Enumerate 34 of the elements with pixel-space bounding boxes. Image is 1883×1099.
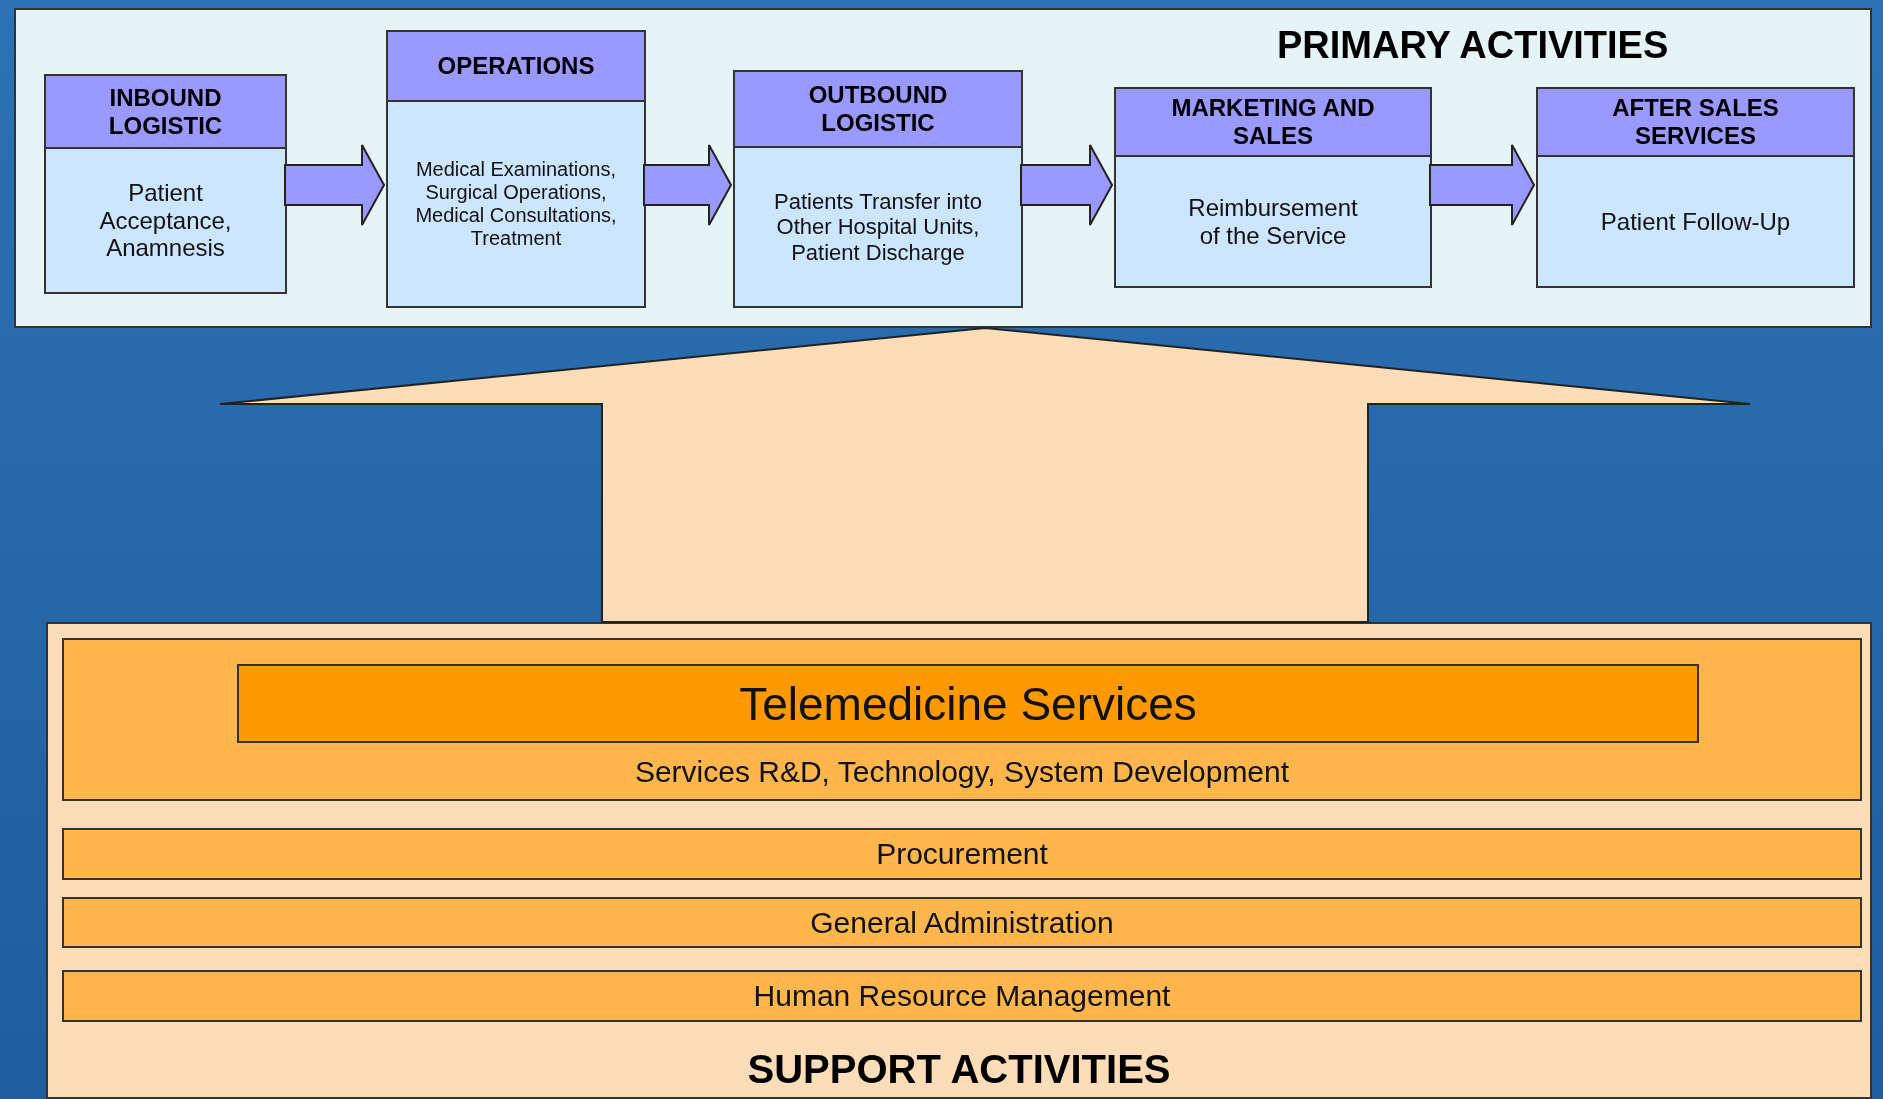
panel-title: SUPPORT ACTIVITIES (746, 1047, 1172, 1092)
box-heading: OUTBOUND LOGISTIC (807, 81, 949, 137)
bar-label: Procurement (876, 837, 1048, 871)
box-text: Patients Transfer into Other Hospital Units, Patient Discharge (773, 189, 983, 265)
block-arrow-up (219, 327, 1751, 623)
activity-bar (62, 638, 1862, 801)
box-text: Patient Acceptance, Anamnesis (98, 179, 233, 262)
activity-bar (62, 970, 1862, 1022)
process-box (1114, 87, 1432, 288)
bar-label: Services R&D, Technology, System Development (634, 755, 1290, 789)
process-box (44, 74, 287, 294)
bar-label: Human Resource Management (753, 979, 1171, 1013)
block-arrow (1020, 144, 1114, 226)
box-text: Reimbursement of the Service (1187, 193, 1359, 250)
box-text: Patient Follow-Up (1600, 207, 1791, 236)
process-box (733, 70, 1023, 308)
block-arrow (643, 144, 733, 226)
process-box (1536, 87, 1855, 288)
block-arrow (284, 144, 386, 226)
block-arrow (1429, 144, 1536, 226)
box-text: Medical Examinations, Surgical Operations, Medical Consultations, Treatment (414, 158, 618, 250)
box-heading: OPERATIONS (437, 52, 595, 80)
box-heading: MARKETING AND SALES (1170, 94, 1376, 150)
panel-title: PRIMARY ACTIVITIES (1277, 24, 1669, 67)
activity-bar (237, 664, 1699, 743)
activity-bar (62, 897, 1862, 948)
box-heading: AFTER SALES SERVICES (1611, 94, 1780, 150)
activities-panel (46, 622, 1872, 1099)
bar-label: General Administration (810, 905, 1114, 940)
box-heading: INBOUND LOGISTIC (107, 83, 224, 140)
process-box (386, 30, 646, 308)
activities-panel (14, 8, 1872, 328)
bar-label: Telemedicine Services (739, 676, 1197, 731)
activity-bar (62, 828, 1862, 880)
